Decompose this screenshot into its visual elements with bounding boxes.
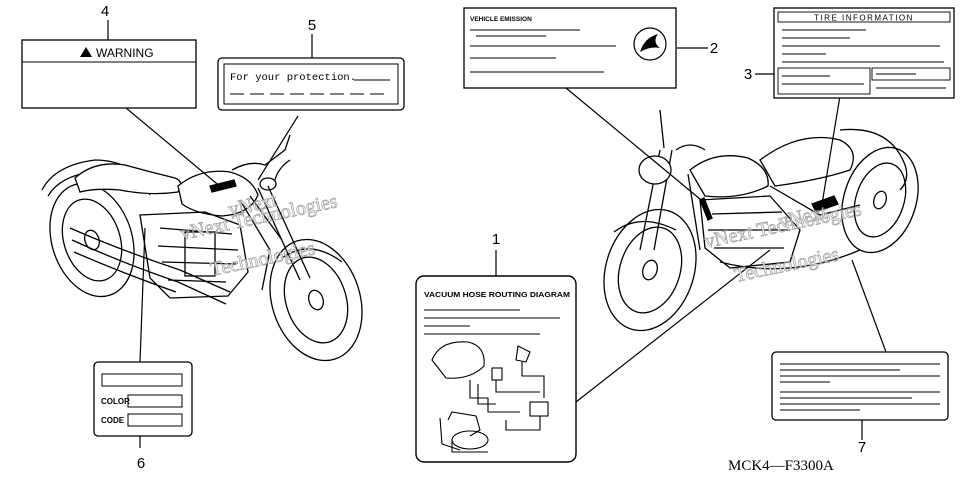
motorcycle-right-view: [603, 109, 919, 332]
warning-triangle-icon: [80, 47, 92, 57]
label-7-information-decal: [771, 351, 949, 421]
label-5-protection-decal: For your protection.: [217, 57, 405, 111]
callout-6: 6: [137, 455, 145, 472]
callout-4: 4: [101, 3, 109, 20]
watermark-text-right-2: Technologies: [732, 243, 841, 287]
callout-3: 3: [744, 66, 752, 83]
color-text: COLOR: [101, 397, 130, 406]
label-6-color-code-decal: COLOR CODE: [93, 361, 193, 437]
protection-text: For your protection.: [230, 72, 356, 84]
label-4-warning-decal: WARNING: [21, 39, 197, 109]
warning-text: WARNING: [96, 46, 154, 60]
vacuum-text: VACUUM HOSE ROUTING DIAGRAM: [424, 290, 570, 299]
leader-lines-left: [125, 107, 299, 448]
label-2-vehicle-emission-decal: VEHICLE EMISSION: [463, 7, 677, 89]
emission-text: VEHICLE EMISSION: [470, 16, 532, 23]
honda-wing-icon: [633, 27, 667, 61]
callout-5: 5: [308, 17, 316, 34]
label-3-tire-information-decal: TIRE INFORMATION: [773, 7, 955, 99]
leader-lines-right: [565, 47, 887, 440]
motorcycle-left-view: [41, 134, 363, 362]
code-text: CODE: [101, 416, 125, 425]
vacuum-hose-schematic: [431, 341, 549, 453]
callout-2: 2: [710, 40, 718, 57]
watermark-text-left-2: Technologies: [208, 237, 317, 281]
tire-text: TIRE INFORMATION: [814, 14, 914, 23]
callout-1: 1: [492, 231, 500, 248]
reference-code: MCK4—F3300A: [728, 458, 834, 474]
label-1-vacuum-hose-routing-decal: VACUUM HOSE ROUTING DIAGRAM: [415, 275, 577, 463]
callout-7: 7: [858, 439, 866, 456]
